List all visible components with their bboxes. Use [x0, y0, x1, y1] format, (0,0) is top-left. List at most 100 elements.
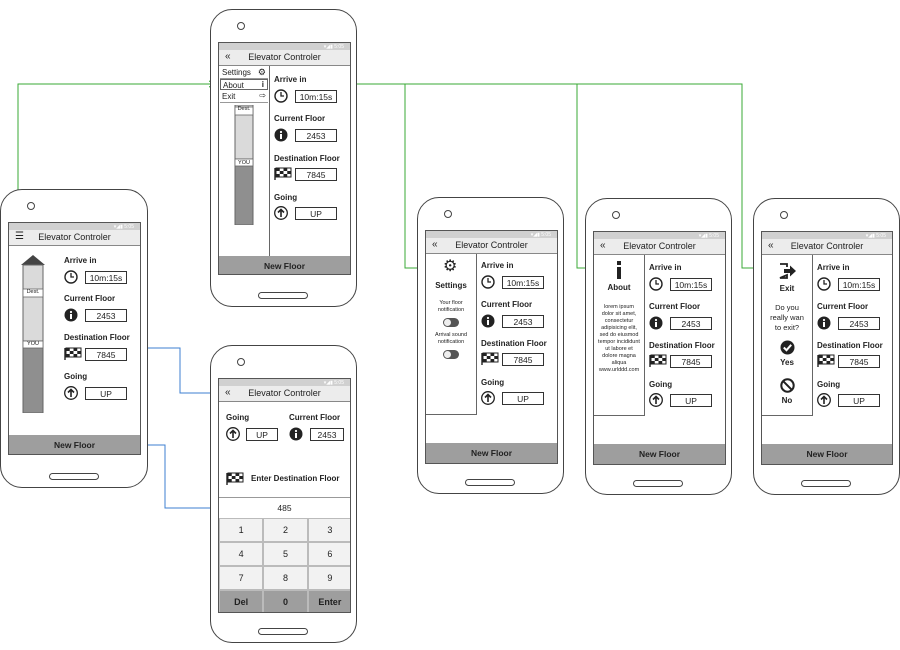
about-url[interactable]: www.urlddd.com	[598, 367, 640, 373]
up-arrow-icon	[64, 386, 78, 400]
arrive-time-value: 10m:15s	[85, 271, 127, 284]
up-arrow-icon	[481, 391, 495, 405]
current-floor-label: Current Floor	[817, 302, 869, 311]
menu-item-exit[interactable]: Exit ⇨	[220, 91, 268, 103]
keypad-key[interactable]: 1	[219, 518, 264, 542]
connector-exit	[577, 83, 762, 268]
exit-yes-button[interactable]: Yes	[780, 358, 794, 367]
keypad-key[interactable]: Enter	[307, 590, 350, 612]
title-bar: « Elevator Controler	[426, 238, 557, 254]
keypad-key[interactable]: 6	[307, 542, 350, 566]
screen-main: ▾◢▮ 5:05 ☰ Elevator Controler Dest. YOU …	[8, 222, 141, 455]
title-bar: « Elevator Controler	[219, 50, 350, 66]
cancel-icon[interactable]	[780, 378, 795, 393]
direction-value: UP	[838, 394, 880, 407]
phone-settings: ▾◢▮ 5:05 « Elevator Controler ⚙ Settings…	[417, 197, 564, 494]
menu-item-settings[interactable]: Settings ⚙	[220, 67, 268, 79]
direction-value: UP	[502, 392, 544, 405]
info-icon	[64, 308, 78, 322]
check-icon[interactable]	[780, 340, 795, 355]
settings-panel	[426, 254, 477, 415]
checkered-flag-icon	[649, 354, 667, 367]
up-arrow-icon	[226, 427, 240, 441]
keypad-key[interactable]: 5	[263, 542, 308, 566]
double-chevron-left-icon[interactable]: «	[432, 239, 438, 250]
info-icon	[817, 316, 831, 330]
clock-icon	[481, 275, 495, 289]
destination-floor-value: 7845	[502, 353, 544, 366]
current-floor-value: 2453	[838, 317, 880, 330]
phone-exit: ▾◢▮ 5:05 « Elevator Controler Exit Do yo…	[753, 198, 900, 495]
exit-no-button[interactable]: No	[781, 396, 793, 405]
checkered-flag-icon	[64, 347, 82, 360]
connector-menu-open	[17, 84, 216, 228]
destination-floor-value: 7845	[85, 348, 127, 361]
new-floor-button[interactable]: New Floor	[594, 444, 725, 464]
app-title: Elevator Controler	[248, 52, 321, 62]
clock-icon	[64, 270, 78, 284]
new-floor-button[interactable]: New Floor	[9, 435, 140, 454]
new-floor-button[interactable]: New Floor	[762, 444, 892, 464]
current-floor-value: 2453	[85, 309, 127, 322]
destination-floor-value: 7845	[838, 355, 880, 368]
going-label: Going	[649, 380, 673, 389]
menu-item-about[interactable]: About i	[220, 79, 268, 90]
up-arrow-icon	[274, 206, 288, 220]
shaft-you-label: YOU	[238, 160, 250, 166]
destination-floor-label: Destination Floor	[817, 341, 883, 350]
going-label: Going	[481, 378, 505, 387]
keypad-key[interactable]: 0	[263, 590, 308, 612]
arrive-in-label: Arrive in	[817, 263, 850, 272]
phone-about: ▾◢▮ 5:05 « Elevator Controler About lore…	[585, 198, 732, 495]
exit-arrow-icon	[779, 263, 796, 279]
checkered-flag-icon	[481, 352, 499, 365]
arrive-in-label: Arrive in	[274, 75, 307, 84]
menu-settings-label: Settings	[222, 68, 251, 77]
destination-floor-label: Destination Floor	[64, 333, 130, 342]
current-floor-label: Current Floor	[274, 114, 326, 123]
current-floor-label: Current Floor	[481, 300, 533, 309]
keypad-key[interactable]: 9	[307, 566, 350, 590]
app-title: Elevator Controler	[38, 232, 111, 242]
keypad-key[interactable]: 7	[219, 566, 264, 590]
keypad-key[interactable]: Del	[219, 590, 264, 612]
floor-notification-toggle[interactable]	[443, 318, 459, 327]
info-icon: i	[261, 80, 264, 89]
app-title: Elevator Controler	[623, 241, 696, 251]
going-label: Going	[226, 413, 250, 422]
arrive-time-value: 10m:15s	[295, 90, 337, 103]
keypad-key[interactable]: 2	[263, 518, 308, 542]
connector-about	[405, 83, 592, 268]
keypad-key[interactable]: 3	[307, 518, 350, 542]
screen-settings: ▾◢▮ 5:05 « Elevator Controler ⚙ Settings…	[425, 230, 558, 464]
gear-icon: ⚙	[257, 67, 266, 77]
keypad-key[interactable]: 4	[219, 542, 264, 566]
screen-exit: ▾◢▮ 5:05 « Elevator Controler Exit Do yo…	[761, 231, 893, 465]
double-chevron-left-icon[interactable]: «	[768, 240, 774, 251]
exit-question: Do you really wan to exit?	[770, 303, 804, 332]
new-floor-button[interactable]: New Floor	[219, 256, 350, 274]
checkered-flag-icon	[817, 354, 835, 367]
screen-about: ▾◢▮ 5:05 « Elevator Controler About lore…	[593, 231, 726, 465]
hamburger-menu-icon[interactable]: ☰	[15, 231, 24, 242]
double-chevron-left-icon[interactable]: «	[225, 51, 231, 62]
keypad-key[interactable]: 8	[263, 566, 308, 590]
destination-floor-label: Destination Floor	[649, 341, 715, 350]
title-bar: « Elevator Controler	[762, 239, 892, 255]
double-chevron-left-icon[interactable]: «	[225, 387, 231, 398]
destination-entry-field[interactable]: 485	[219, 497, 350, 519]
shaft-dest-label: Dest.	[237, 106, 251, 112]
clock-icon	[274, 89, 288, 103]
shaft-dest-label: Dest.	[26, 289, 40, 295]
info-icon	[274, 128, 288, 142]
arrival-sound-toggle[interactable]	[443, 350, 459, 359]
direction-value: UP	[670, 394, 712, 407]
destination-floor-value: 7845	[670, 355, 712, 368]
new-floor-button[interactable]: New Floor	[426, 443, 557, 463]
info-icon	[649, 316, 663, 330]
current-floor-value: 2453	[670, 317, 712, 330]
up-arrow-icon	[649, 393, 663, 407]
destination-floor-label: Destination Floor	[274, 154, 340, 163]
info-icon	[617, 261, 621, 279]
double-chevron-left-icon[interactable]: «	[600, 240, 606, 251]
